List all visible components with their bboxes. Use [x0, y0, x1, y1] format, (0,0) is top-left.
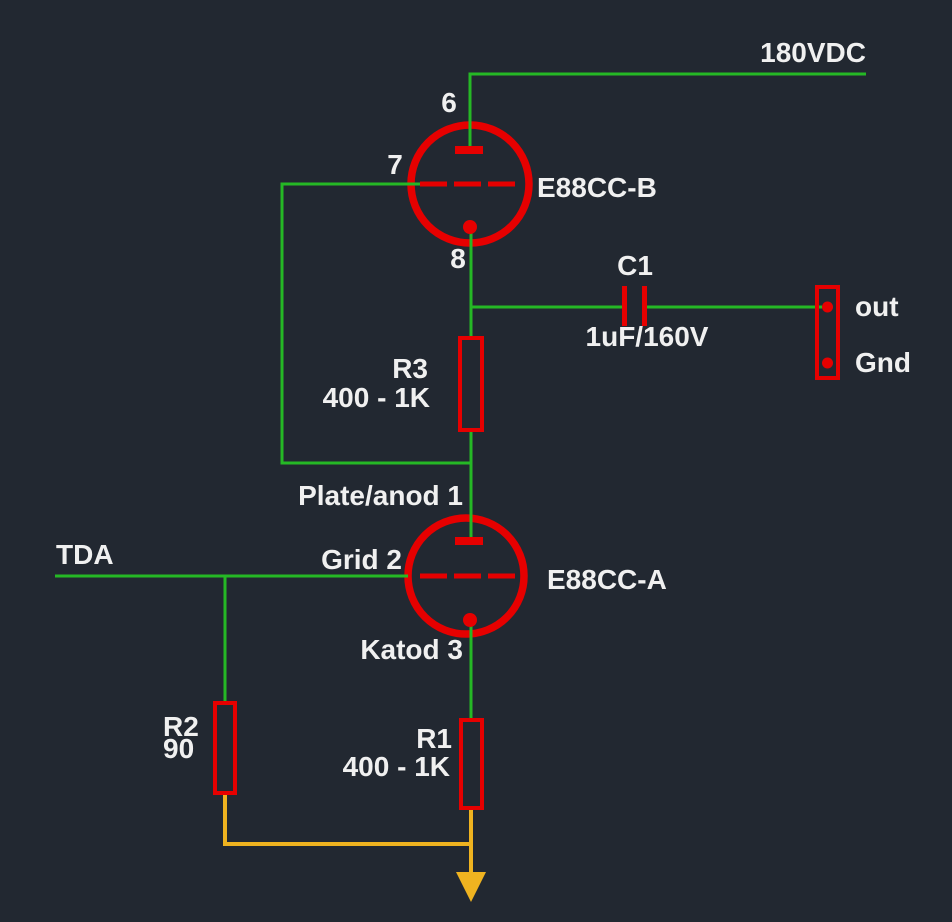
tube-b-pin-grid-label: 7: [387, 149, 403, 180]
tube-a-pin-plate-label: Plate/anod 1: [298, 480, 463, 511]
resistor-r1-ref-label: R1: [416, 723, 452, 754]
tube-b-plate-icon: [455, 146, 483, 154]
output-pin-gnd-icon: [822, 357, 833, 369]
supply-label: 180VDC: [760, 37, 866, 68]
output-gnd-label: Gnd: [855, 347, 911, 378]
r2-ground-wire: [223, 793, 471, 846]
output-out-label: out: [855, 291, 899, 322]
capacitor-c1-value-label: 1uF/160V: [586, 321, 709, 352]
tube-a-pin-cathode-label: Katod 3: [360, 634, 463, 665]
input-label: TDA: [56, 539, 114, 570]
tube-b-name-label: E88CC-B: [537, 172, 657, 203]
resistor-r2-body: [213, 701, 237, 795]
tube-b-pin-plate-label: 6: [441, 87, 457, 118]
tube-b-pin-cathode-label: 8: [450, 243, 466, 274]
tube-b-cathode-icon: [463, 220, 477, 234]
grid-b-feedback-wire: [280, 182, 471, 465]
capacitor-c1-plate-left-icon: [622, 286, 627, 326]
output-connector-body: [815, 285, 840, 380]
ground-arrow-icon: [456, 872, 486, 902]
resistor-r1-body: [459, 718, 484, 810]
resistor-r2-value-label: 90: [163, 733, 194, 764]
tube-a-name-label: E88CC-A: [547, 564, 667, 595]
output-pin-out-icon: [822, 301, 833, 313]
resistor-r3-ref-label: R3: [392, 353, 428, 384]
resistor-r2-ref-label: R2: [163, 711, 199, 742]
capacitor-c1-ref-label: C1: [617, 250, 653, 281]
capacitor-c1-plate-right-icon: [642, 286, 647, 326]
supply-wire: [468, 72, 866, 150]
resistor-r1-value-label: 400 - 1K: [343, 751, 450, 782]
resistor-r3-body: [458, 336, 484, 432]
tube-a-cathode-icon: [463, 613, 477, 627]
tube-a-plate-icon: [455, 537, 483, 545]
tube-a-pin-grid-label: Grid 2: [321, 544, 402, 575]
resistor-r3-value-label: 400 - 1K: [323, 382, 430, 413]
